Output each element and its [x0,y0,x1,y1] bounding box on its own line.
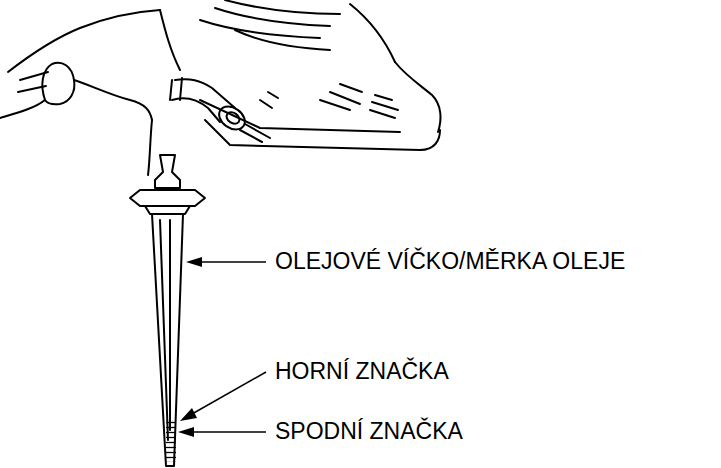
part-label: HORNÍ ZNAČKA [275,359,449,384]
leader-line [200,261,266,263]
leader-line [192,431,266,433]
part-label: OLEJOVÉ VÍČKO/MĚRKA OLEJE [275,249,625,274]
part-label: SPODNÍ ZNAČKA [275,419,463,444]
leader-line [192,372,266,414]
